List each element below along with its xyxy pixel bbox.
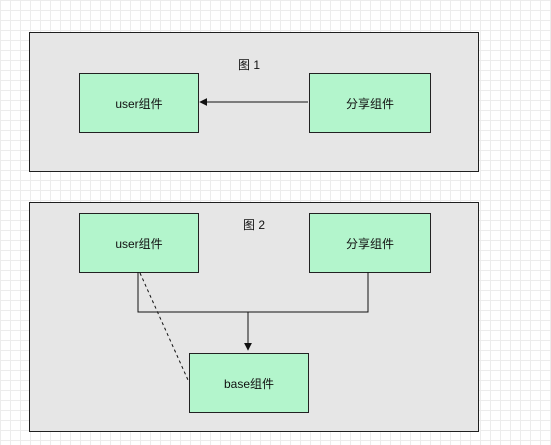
figure-2-panel: 图 2 user组件 分享组件 base组件 xyxy=(29,202,479,432)
figure-2-share-node-label: 分享组件 xyxy=(345,236,394,251)
figure-2-connector-share-to-merge xyxy=(248,272,369,313)
figure-2-base-node-label: base组件 xyxy=(223,376,275,391)
figure-1-title: 图 1 xyxy=(238,58,261,72)
figure-1-user-node-label: user组件 xyxy=(115,96,163,111)
figure-2-user-node[interactable]: user组件 xyxy=(79,213,199,273)
figure-1-panel: 图 1 user组件 分享组件 xyxy=(29,32,479,172)
figure-2-user-node-label: user组件 xyxy=(115,236,163,251)
figure-1-share-node-label: 分享组件 xyxy=(345,96,394,111)
figure-1-share-node[interactable]: 分享组件 xyxy=(309,73,431,133)
figure-1-user-node[interactable]: user组件 xyxy=(79,73,199,133)
figure-2-dashed-user-to-base xyxy=(139,272,189,381)
figure-2-connector-user-to-merge xyxy=(137,272,248,313)
figure-2-share-node[interactable]: 分享组件 xyxy=(309,213,431,273)
figure-2-base-node[interactable]: base组件 xyxy=(189,353,309,413)
figure-2-title: 图 2 xyxy=(243,218,266,232)
